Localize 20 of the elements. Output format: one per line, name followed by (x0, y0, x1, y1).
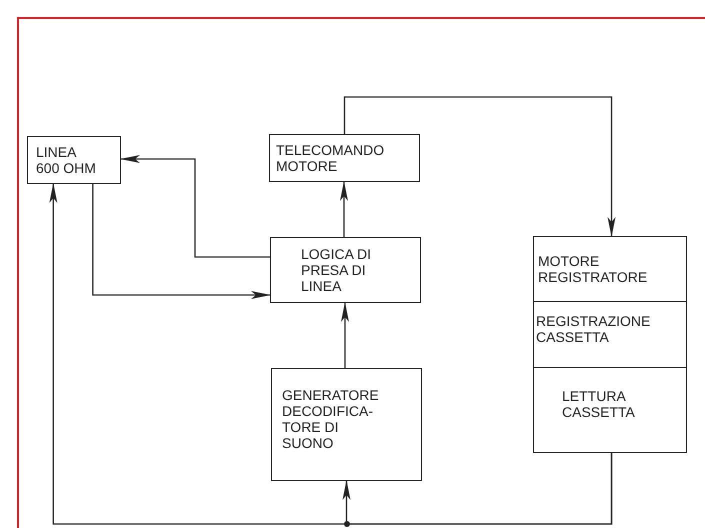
arrow (340, 181, 348, 237)
block-label: GENERATORE DECODIFICA- TORE DI SUONO (282, 387, 380, 451)
arrow (344, 96, 616, 237)
arrow (120, 155, 270, 258)
block-box (270, 237, 421, 303)
block-box (27, 136, 121, 184)
arrow (92, 184, 271, 299)
block-box (533, 236, 687, 302)
block-label: MOTORE REGISTRATORE (538, 253, 648, 285)
block-label: LOGICA DI PRESA DI LINEA (301, 246, 372, 294)
block-label: REGISTRAZIONE CASSETTA (536, 313, 652, 345)
block-box (269, 134, 420, 182)
block-label: LETTURA CASSETTA (562, 388, 636, 420)
block-box (271, 368, 422, 481)
block-label: LINEA 600 OHM (36, 144, 97, 176)
block-box (533, 301, 687, 368)
arrow (49, 183, 612, 525)
block-label: TELECOMANDO MOTORE (276, 142, 386, 174)
arrow (341, 302, 349, 368)
block-box (533, 367, 687, 453)
